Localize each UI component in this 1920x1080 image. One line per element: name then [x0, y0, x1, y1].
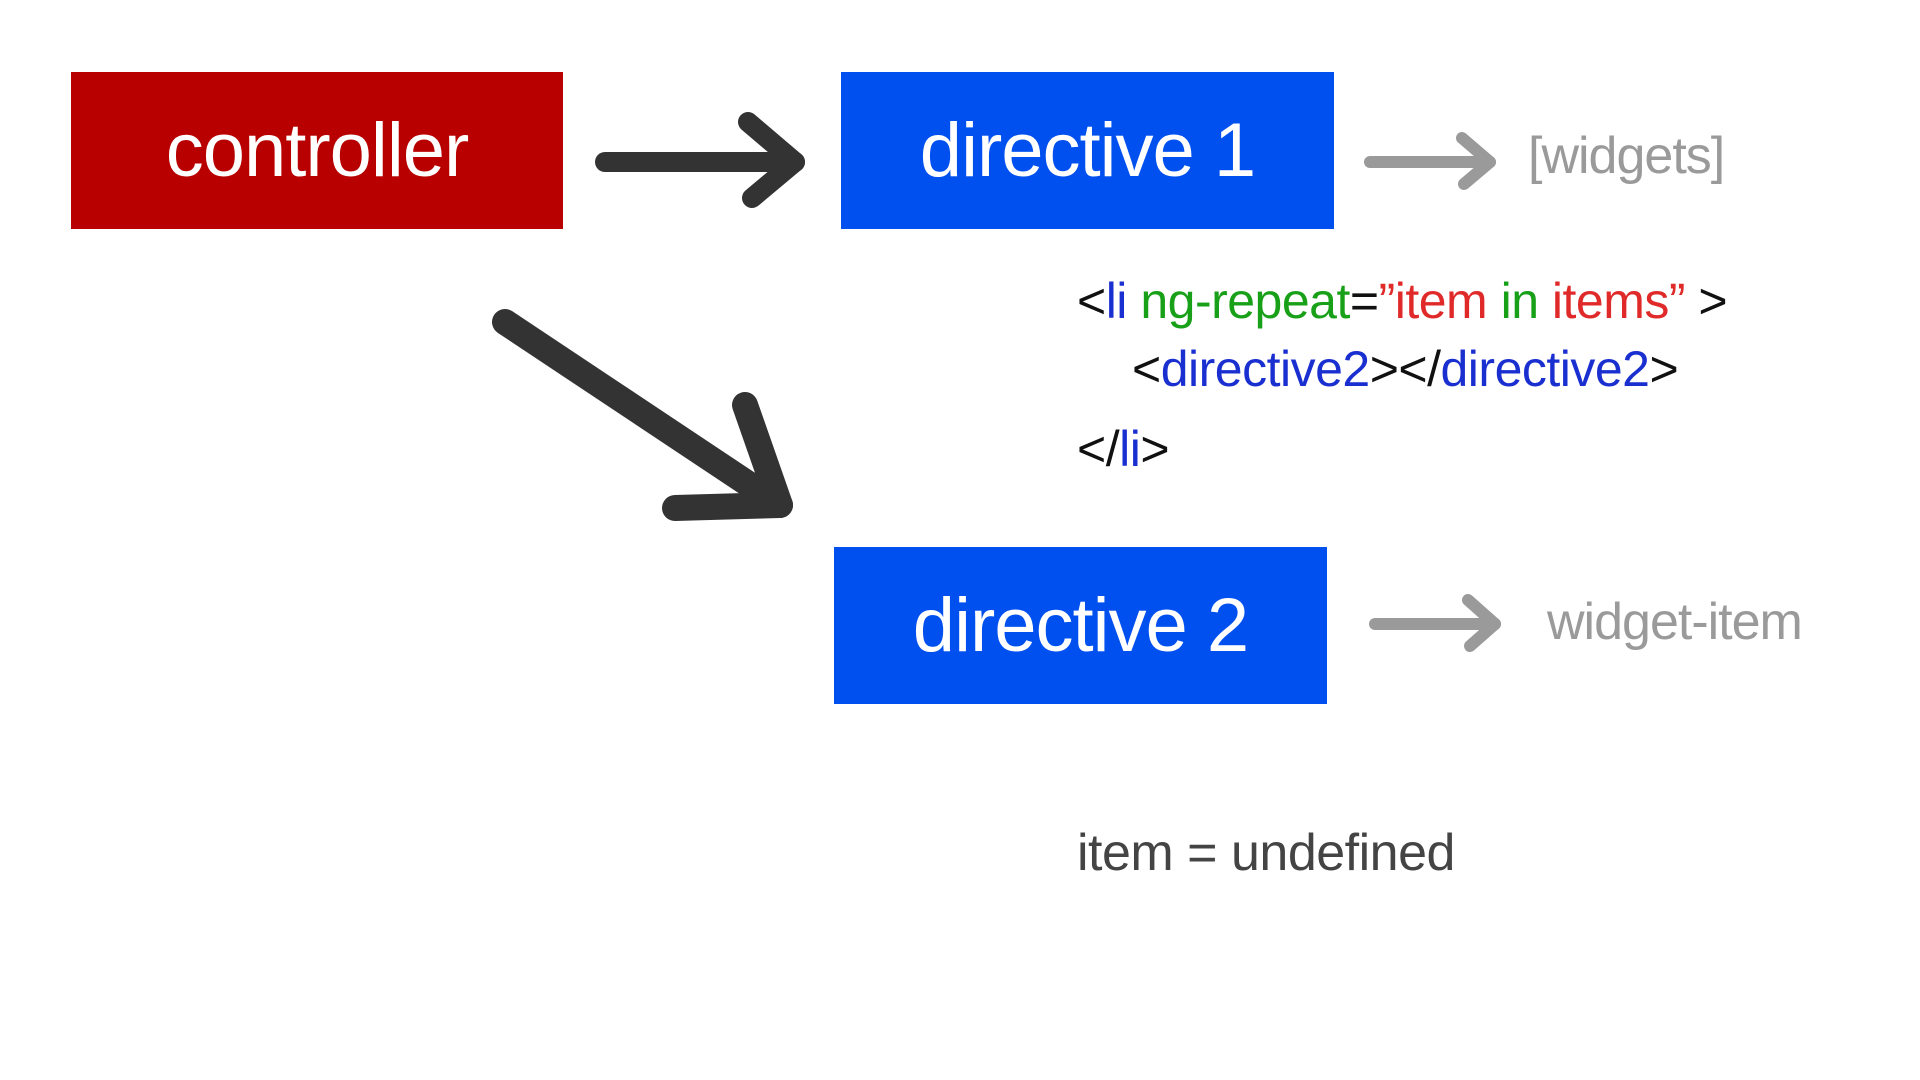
- code-quote-open: ”: [1378, 273, 1396, 329]
- code-in-keyword: in: [1487, 273, 1552, 329]
- code-tag-directive2-open: directive2: [1160, 341, 1371, 397]
- widget-item-output-label: widget-item: [1547, 593, 1803, 651]
- code-bracket-close: >: [1685, 273, 1728, 329]
- code-quote-close: ”: [1668, 273, 1686, 329]
- code-bracket-close: >: [1649, 341, 1679, 397]
- code-bracket: </: [1077, 421, 1120, 477]
- code-bracket: <: [1077, 273, 1106, 329]
- code-bracket-close: >: [1140, 421, 1170, 477]
- directive1-node: directive 1: [841, 72, 1334, 229]
- item-status-text: item = undefined: [1077, 824, 1455, 882]
- arrow-directive2-to-widget-item: [1369, 594, 1501, 652]
- arrow-controller-to-directive1: [595, 112, 805, 208]
- code-tag-li: li: [1105, 273, 1128, 329]
- controller-label: controller: [165, 108, 470, 193]
- code-tag-li-close: li: [1119, 421, 1141, 477]
- code-line-directive2: <directive2></directive2>: [1132, 340, 1679, 398]
- code-line-li-close: </li>: [1077, 420, 1170, 478]
- directive2-node: directive 2: [834, 547, 1327, 704]
- arrow-controller-to-directive2: [492, 309, 793, 521]
- code-bracket: <: [1132, 341, 1161, 397]
- code-tag-directive2-close: directive2: [1440, 341, 1651, 397]
- code-line-li-open: <li ng-repeat=”item in items” >: [1077, 272, 1728, 330]
- code-equals: =: [1349, 273, 1379, 329]
- code-attr-ng-repeat: ng-repeat: [1140, 273, 1350, 329]
- code-bracket-mid: ></: [1369, 341, 1441, 397]
- code-items: items: [1551, 273, 1669, 329]
- code-item: item: [1394, 273, 1488, 329]
- directive1-label: directive 1: [919, 108, 1256, 193]
- widgets-output-label: [widgets]: [1528, 127, 1725, 185]
- directive2-label: directive 2: [912, 583, 1249, 668]
- controller-node: controller: [71, 72, 563, 229]
- arrow-directive1-to-widgets: [1364, 132, 1496, 190]
